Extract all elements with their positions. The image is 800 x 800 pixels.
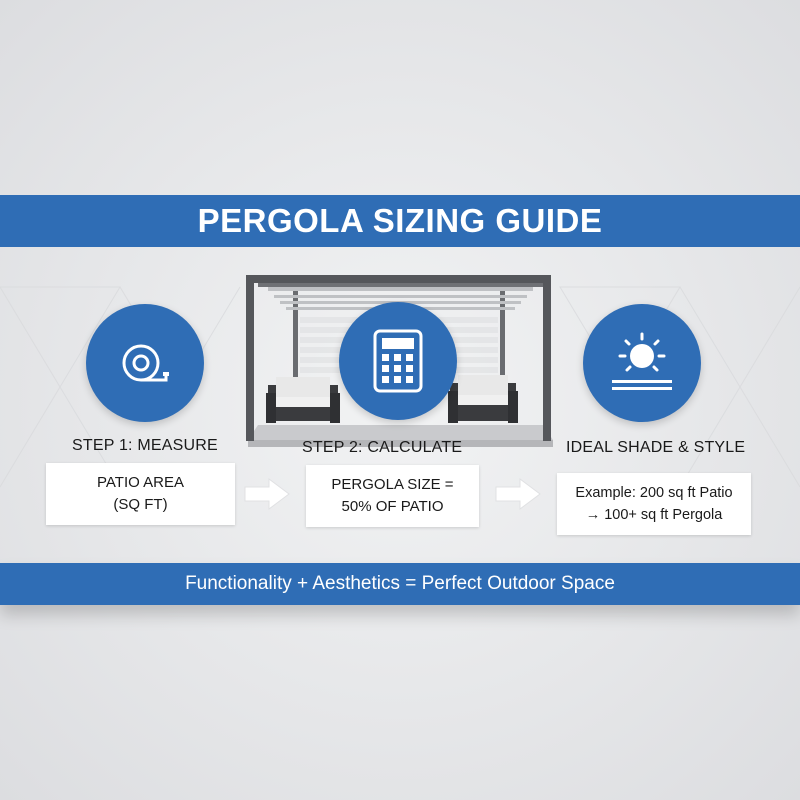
arrow-right-icon	[495, 478, 541, 510]
footer-text: Functionality + Aesthetics = Perfect Out…	[185, 573, 615, 594]
step-2-label: STEP 2: CALCULATE	[302, 439, 463, 456]
calculator-icon	[373, 329, 423, 393]
calculate-box: PERGOLA SIZE = 50% OF PATIO	[306, 465, 479, 527]
calculate-box-line-2: 50% OF PATIO	[341, 498, 444, 515]
sun-shade-icon	[612, 332, 672, 390]
measure-box-line-1: PATIO AREA	[97, 474, 184, 491]
example-box-line-2: → 100+ sq ft Pergola	[585, 507, 723, 523]
guide-scene: STEP 1: MEASURE STEP 2: CALCULATE IDEAL …	[0, 247, 800, 563]
measure-box: PATIO AREA (SQ FT)	[46, 463, 235, 525]
calculate-circle	[339, 302, 457, 420]
calculate-box-line-1: PERGOLA SIZE =	[331, 476, 454, 493]
shade-circle	[583, 304, 701, 422]
measure-circle	[86, 304, 204, 422]
footer-banner: Functionality + Aesthetics = Perfect Out…	[0, 563, 800, 605]
example-box: Example: 200 sq ft Patio → 100+ sq ft Pe…	[557, 473, 751, 535]
page-title: PERGOLA SIZING GUIDE	[197, 202, 603, 239]
title-banner: PERGOLA SIZING GUIDE	[0, 195, 800, 247]
example-box-line-1: Example: 200 sq ft Patio	[575, 485, 733, 501]
step-3-label: IDEAL SHADE & STYLE	[566, 439, 746, 456]
measure-box-line-2: (SQ FT)	[113, 496, 168, 513]
tape-measure-icon	[122, 344, 169, 382]
step-1-label: STEP 1: MEASURE	[72, 437, 218, 454]
arrow-right-icon	[244, 478, 290, 510]
